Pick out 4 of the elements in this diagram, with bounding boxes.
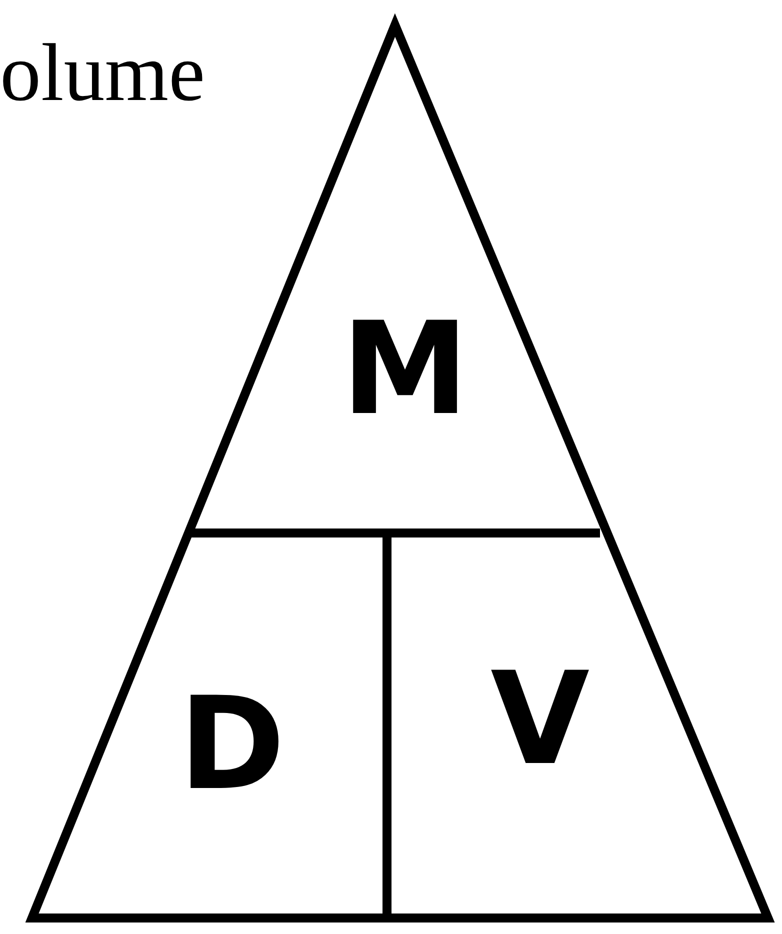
- variable-letter: D: [178, 681, 286, 809]
- word-label: olume: [0, 32, 205, 114]
- variable-letter: M: [341, 306, 469, 434]
- variable-letter: V: [490, 656, 590, 784]
